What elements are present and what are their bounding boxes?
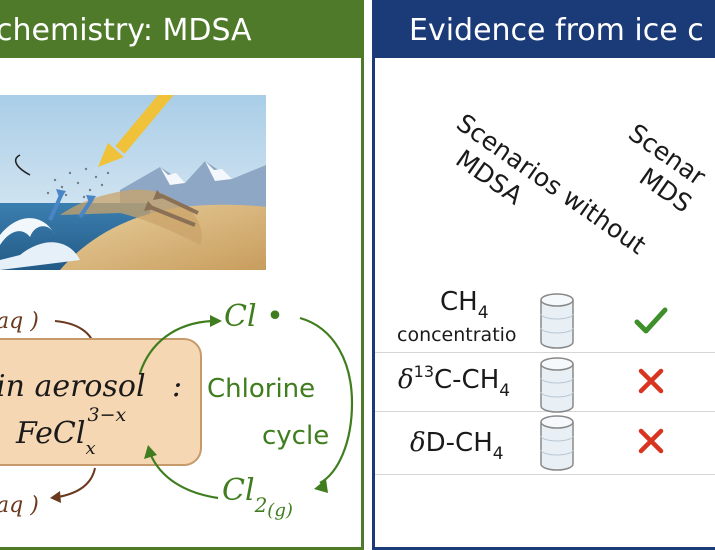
- aerosol-ferric-chloride-box: [0, 338, 202, 466]
- cl2-sub: 2: [254, 493, 268, 517]
- d13c-sub: 4: [499, 381, 511, 401]
- check-icon: [634, 307, 668, 334]
- chlorine-radical: Cl •: [224, 299, 284, 334]
- row-d13c-ch4-label: δ13C-CH4: [398, 362, 510, 401]
- left-panel-header: chemistry: MDSA: [0, 3, 361, 58]
- chlorine-gas: Cl2(g): [222, 473, 293, 521]
- left-panel-title: chemistry: MDSA: [0, 13, 252, 48]
- ice-core-icon: [540, 293, 574, 349]
- row-dd-ch4-label: δD-CH4: [410, 428, 504, 464]
- aq-label-top: aq ): [0, 309, 39, 334]
- ice-core-icon: [540, 415, 574, 471]
- d13c-main: C-CH: [434, 365, 500, 395]
- cl2-phase: (g): [267, 500, 293, 521]
- dd-main: D-CH: [425, 428, 493, 458]
- chlorine-cycle-arrows: [138, 315, 354, 500]
- row-ch4-concentration-line2: concentratio: [397, 324, 517, 346]
- cross-icon: [638, 428, 664, 454]
- cross-icon: [638, 368, 664, 394]
- ch4-sub: 4: [477, 303, 489, 323]
- ferric-formula-sub: x: [85, 438, 96, 459]
- ferric-formula-sup: 3−x: [87, 404, 127, 426]
- aq-label-bottom: aq ): [0, 493, 39, 518]
- ch4-main: CH: [440, 287, 478, 317]
- ferric-formula-main: FeCl: [16, 416, 86, 451]
- mdsa-chemistry-panel: chemistry: MDSA: [0, 0, 364, 550]
- aerosol-label: in aerosol: [0, 369, 146, 404]
- sea-spray-dust-illustration: [0, 95, 266, 270]
- chlorine-cycle-line1: Chlorine: [207, 374, 316, 404]
- right-panel-header: Evidence from ice c: [375, 3, 715, 58]
- row-ch4-concentration-label: CH4: [440, 287, 489, 323]
- dd-delta: δ: [410, 428, 426, 458]
- row-divider: [375, 411, 715, 412]
- ice-core-icon: [540, 357, 574, 413]
- row-divider: [375, 474, 715, 475]
- chlorine-cycle-line2: cycle: [262, 421, 330, 451]
- aerosol-colon: :: [172, 369, 183, 404]
- d13c-delta: δ: [398, 365, 414, 395]
- right-panel-title: Evidence from ice c: [409, 13, 704, 48]
- ferric-chloride-formula: FeCl x 3−x: [16, 404, 126, 459]
- dd-sub: 4: [492, 444, 504, 464]
- row-divider: [375, 352, 715, 353]
- d13c-sup: 13: [413, 362, 435, 381]
- cl2-main: Cl: [222, 473, 255, 508]
